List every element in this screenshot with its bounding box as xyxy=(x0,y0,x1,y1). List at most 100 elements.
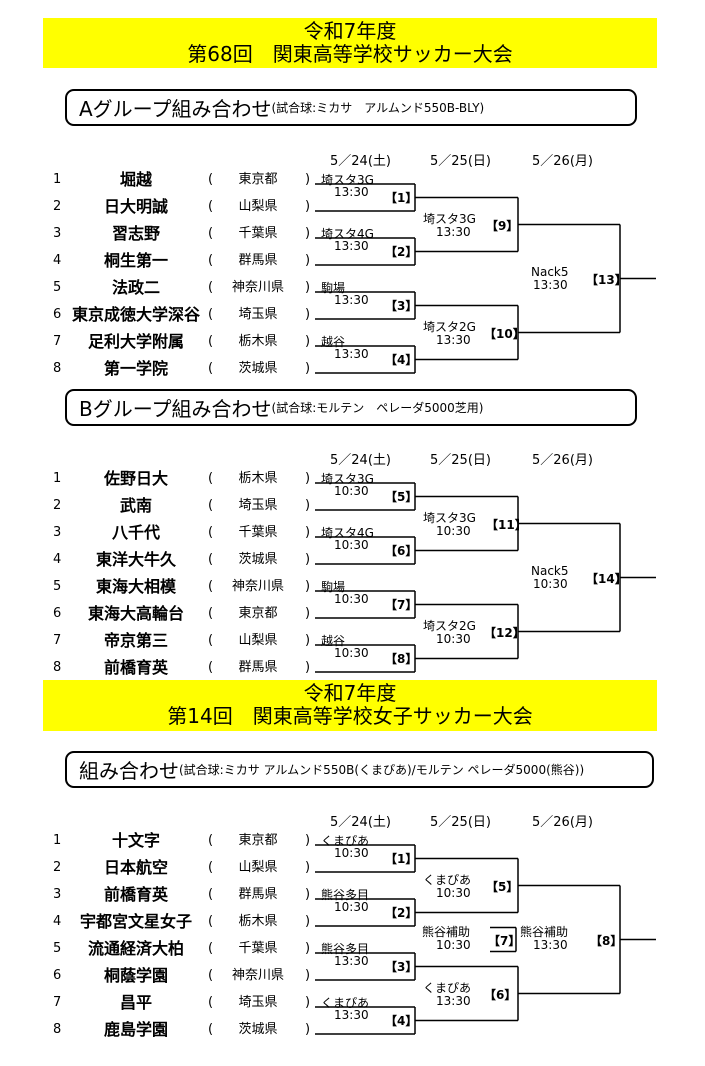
r3-time: 13:30 xyxy=(533,937,568,952)
r1-time: 10:30 xyxy=(334,484,369,498)
team-prefecture: 茨城県 xyxy=(238,552,278,567)
r2-time: 10:30 xyxy=(436,523,471,538)
r2-time: 10:30 xyxy=(436,631,471,646)
banner-women: 令和7年度 第14回 関東高等学校女子サッカー大会 xyxy=(43,680,657,731)
paren-close: ) xyxy=(305,172,311,187)
r3-time: 10:30 xyxy=(533,576,568,591)
paren-open: ( xyxy=(208,525,214,540)
paren-close: ) xyxy=(305,579,311,594)
r1-match-no: 【6】 xyxy=(385,543,418,558)
team-number: 1 xyxy=(53,172,62,187)
team-name: 佐野日大 xyxy=(103,469,169,488)
r1-venue: 埼スタ3G xyxy=(321,173,374,187)
women-title-box: 組み合わせ (試合球:ミカサ アルムンド550B(くまぴあ)/モルテン ペレーダ… xyxy=(65,751,654,788)
team-prefecture: 茨城県 xyxy=(238,361,278,376)
team-name: 第一学院 xyxy=(103,359,169,378)
r1-match-no: 【4】 xyxy=(385,1013,418,1028)
paren-close: ) xyxy=(305,1022,311,1037)
paren-close: ) xyxy=(305,471,311,486)
r2-match-no: 【12】 xyxy=(484,625,525,640)
team-name: 武南 xyxy=(119,496,153,515)
group-b-date-2: 5／25(日) xyxy=(430,453,491,468)
team-number: 8 xyxy=(53,361,62,376)
team-number: 6 xyxy=(53,968,62,983)
group-b-title-box: Bグループ組み合わせ (試合球:モルテン ペレーダ5000芝用) xyxy=(65,389,637,426)
r1-time: 13:30 xyxy=(334,239,369,253)
team-prefecture: 神奈川県 xyxy=(231,579,285,594)
paren-open: ( xyxy=(208,172,214,187)
r2b-time: 10:30 xyxy=(436,937,471,952)
group-a-ball: (試合球:ミカサ アルムンド550B-BLY) xyxy=(271,101,485,115)
r1-match-no: 【2】 xyxy=(385,244,418,259)
r2-time: 13:30 xyxy=(436,224,471,239)
r2-venue: 埼スタ3G xyxy=(423,510,476,525)
team-prefecture: 茨城県 xyxy=(238,1022,278,1037)
team-name: 日大明誠 xyxy=(103,197,169,216)
group-b-ball: (試合球:モルテン ペレーダ5000芝用) xyxy=(271,401,484,415)
team-name: 十文字 xyxy=(111,831,161,850)
r1-match-no: 【8】 xyxy=(385,651,418,666)
team-name: 宇都宮文星女子 xyxy=(79,912,193,931)
paren-close: ) xyxy=(305,280,311,295)
paren-open: ( xyxy=(208,606,214,621)
paren-open: ( xyxy=(208,941,214,956)
paren-open: ( xyxy=(208,361,214,376)
team-number: 4 xyxy=(53,552,62,567)
team-number: 8 xyxy=(53,1022,62,1037)
team-number: 2 xyxy=(53,498,62,513)
team-number: 6 xyxy=(53,307,62,322)
team-number: 1 xyxy=(53,471,62,486)
team-number: 3 xyxy=(53,887,62,902)
team-prefecture: 神奈川県 xyxy=(231,280,285,295)
team-name: 昌平 xyxy=(119,993,153,1012)
paren-close: ) xyxy=(305,552,311,567)
team-number: 2 xyxy=(53,860,62,875)
team-name: 桐蔭学園 xyxy=(103,966,169,985)
r1-time: 10:30 xyxy=(334,900,369,914)
paren-close: ) xyxy=(305,334,311,349)
paren-open: ( xyxy=(208,633,214,648)
paren-open: ( xyxy=(208,1022,214,1037)
team-prefecture: 千葉県 xyxy=(238,525,278,540)
r1-match-no: 【1】 xyxy=(385,851,418,866)
team-prefecture: 埼玉県 xyxy=(238,498,278,513)
banner-men: 令和7年度 第68回 関東高等学校サッカー大会 xyxy=(43,18,657,68)
r1-match-no: 【7】 xyxy=(385,597,418,612)
r1-match-no: 【4】 xyxy=(385,352,418,367)
paren-close: ) xyxy=(305,307,311,322)
team-prefecture: 埼玉県 xyxy=(238,307,278,322)
banner-men-line1: 令和7年度 xyxy=(303,19,397,43)
paren-close: ) xyxy=(305,199,311,214)
paren-open: ( xyxy=(208,226,214,241)
r2-match-no: 【10】 xyxy=(484,326,525,341)
team-name: 東京成徳大学深谷 xyxy=(71,305,201,324)
r1-time: 13:30 xyxy=(334,293,369,307)
women-title: 組み合わせ xyxy=(79,759,179,783)
r3-match-no: 【8】 xyxy=(590,933,623,948)
paren-open: ( xyxy=(208,995,214,1010)
team-prefecture: 東京都 xyxy=(238,606,278,621)
r1-venue: くまぴあ xyxy=(321,996,370,1010)
team-number: 4 xyxy=(53,253,62,268)
team-prefecture: 山梨県 xyxy=(238,199,278,214)
r1-venue: 駒場 xyxy=(321,580,346,594)
r3-venue: Nack5 xyxy=(531,563,569,578)
team-name: 前橋育英 xyxy=(103,658,169,677)
team-prefecture: 神奈川県 xyxy=(231,968,285,983)
paren-close: ) xyxy=(305,226,311,241)
group-b-title: Bグループ組み合わせ xyxy=(79,397,272,421)
team-number: 3 xyxy=(53,226,62,241)
team-number: 7 xyxy=(53,334,62,349)
paren-close: ) xyxy=(305,860,311,875)
r1-match-no: 【3】 xyxy=(385,298,418,313)
